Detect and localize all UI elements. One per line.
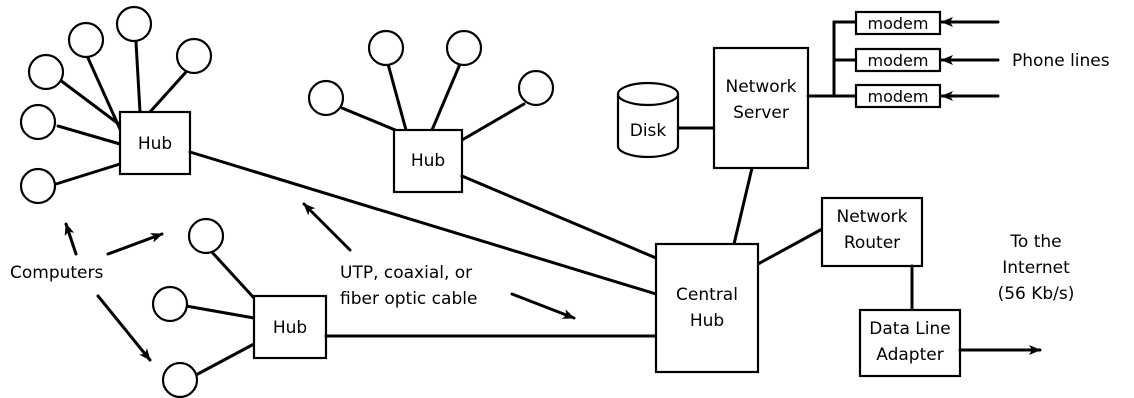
data-line-adapter-label-line1: Data Line: [869, 319, 950, 339]
computer-node: [27, 53, 65, 91]
computers-arrow-up: [64, 222, 78, 256]
central-hub-label-line2: Hub: [690, 311, 724, 331]
hub-label: Hub: [138, 134, 172, 154]
computer-node: [445, 29, 483, 67]
cable-label-line1: UTP, coaxial, or: [340, 263, 472, 283]
network-router-box: [820, 196, 924, 268]
link-hub-top-left-central: [188, 150, 658, 296]
hub-label: Hub: [411, 151, 445, 171]
internet-label-line2: Internet: [1002, 258, 1070, 278]
central-hub-box: [654, 242, 760, 374]
phone-lines-label: Phone lines: [1012, 51, 1110, 71]
modem-box-3: [854, 83, 942, 109]
modem-label-3: modem: [868, 87, 929, 106]
computers-arrow-down: [96, 294, 152, 362]
computer-node: [67, 21, 105, 59]
computer-node: [19, 167, 57, 205]
network-router-label-line2: Router: [844, 233, 900, 253]
computers-arrow-right: [106, 232, 164, 256]
cable-label-line2: fiber optic cable: [340, 289, 477, 309]
central-hub-label-line1: Central: [676, 285, 738, 305]
computer-node: [175, 37, 213, 75]
computer-node: [115, 5, 153, 43]
link-central-server: [732, 166, 754, 246]
computer-node: [161, 361, 199, 398]
computer-node: [517, 69, 555, 107]
data-line-adapter-box: [858, 308, 962, 378]
network-server-label-line2: Server: [733, 103, 789, 123]
computer-node: [151, 285, 189, 323]
internet-label-line3: (56 Kb/s): [998, 284, 1075, 304]
hub-box-bottom: [252, 294, 328, 360]
computer-node: [187, 217, 225, 255]
hub-cluster-top-left: Hub: [19, 5, 213, 205]
computer-node: [19, 103, 57, 141]
cable-arrow-up: [302, 202, 352, 252]
internet-label-line1: To the: [1009, 232, 1061, 252]
hub-box-top-left: [118, 110, 192, 176]
computers-label: Computers: [10, 263, 104, 283]
hub-cluster-top-middle: Hub: [307, 29, 555, 194]
hub-box-top-middle: [392, 128, 464, 194]
network-server-label-line1: Network: [726, 77, 797, 97]
computer-node: [307, 79, 345, 117]
data-line-adapter-label-line2: Adapter: [876, 345, 943, 365]
hub-label: Hub: [273, 318, 307, 338]
link-hub-top-middle-central: [460, 174, 658, 260]
disk-icon: [616, 81, 680, 159]
network-router-label-line1: Network: [837, 207, 908, 227]
modem-label-2: modem: [868, 51, 929, 70]
cable-arrow-down: [510, 292, 576, 320]
hub-cluster-bottom: Hub: [151, 217, 328, 398]
modem-box-1: [854, 10, 942, 36]
disk-label: Disk: [630, 121, 667, 141]
network-server-box: [712, 46, 810, 170]
modem-box-2: [854, 47, 942, 73]
link-central-router: [756, 226, 826, 266]
computer-node: [367, 29, 405, 67]
modem-label-1: modem: [868, 14, 929, 33]
